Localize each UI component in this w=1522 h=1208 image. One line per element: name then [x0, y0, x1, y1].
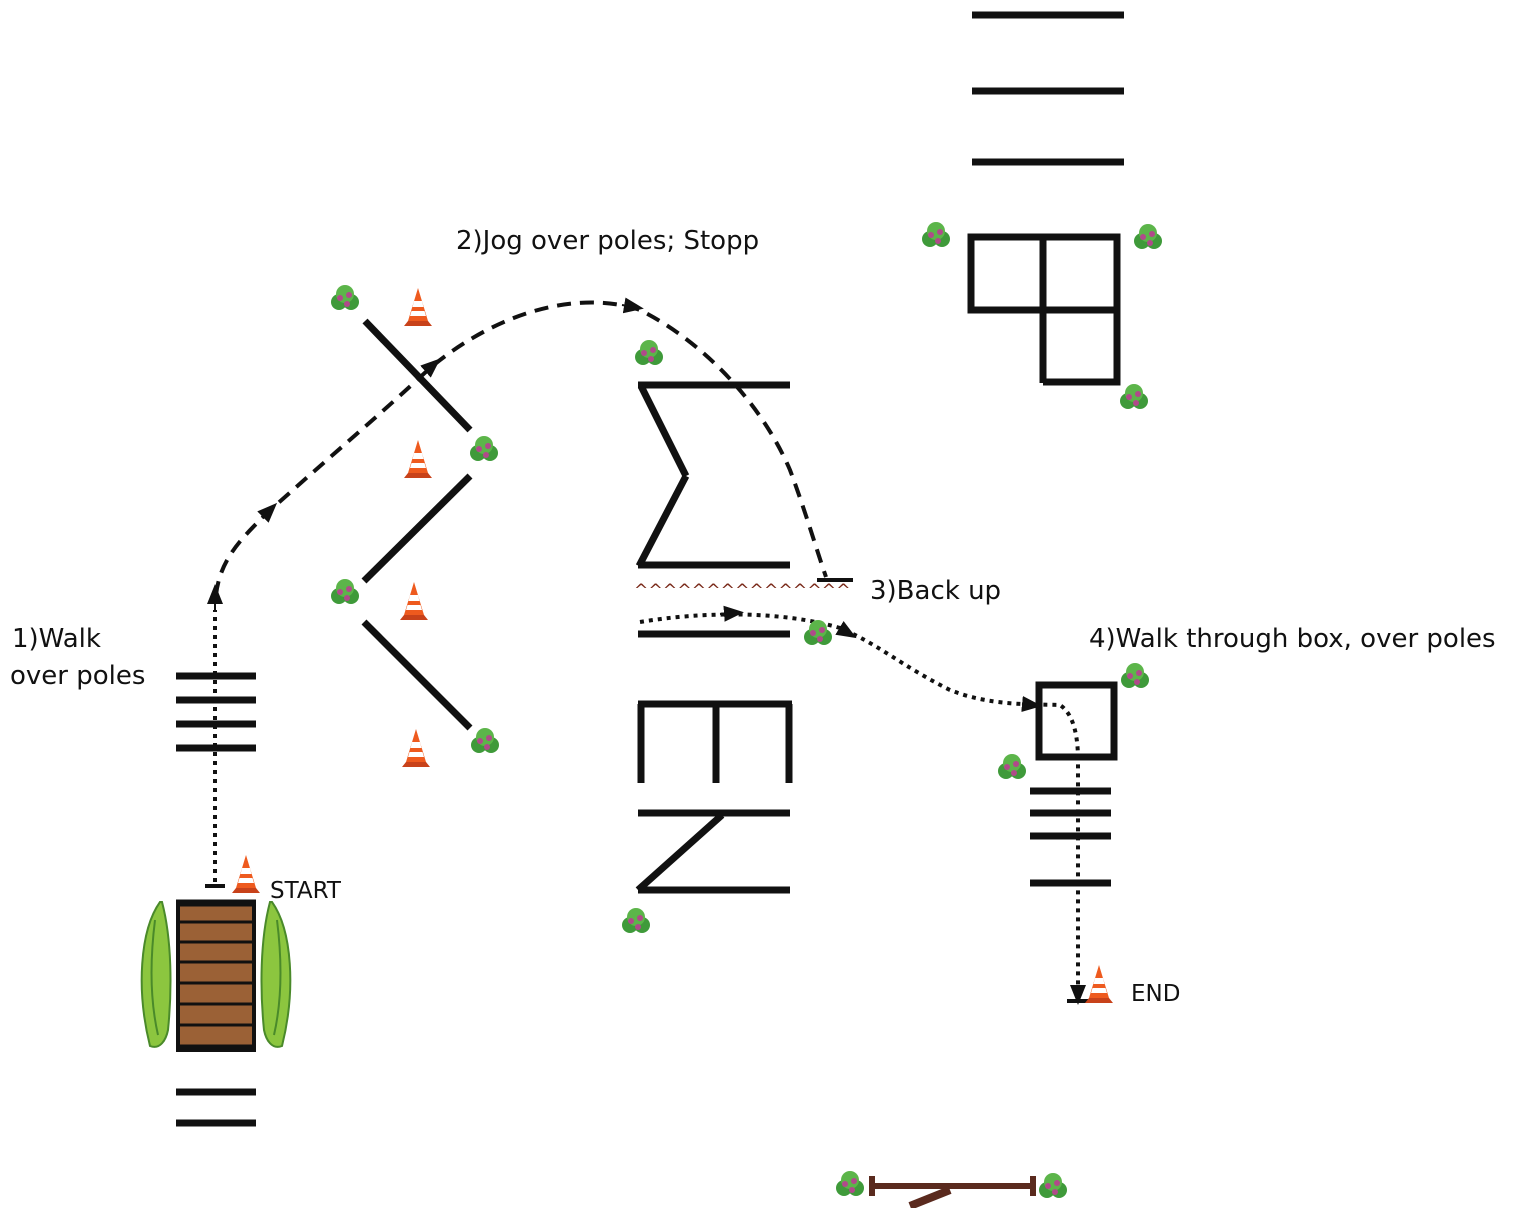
box-cluster	[967, 233, 1121, 386]
zigzag-poles	[361, 318, 473, 731]
traffic-cone-icon	[404, 288, 432, 326]
step-2-label: 2)Jog over poles; Stopp	[456, 226, 760, 256]
bush-icon	[998, 754, 1026, 779]
route-walk-1	[205, 584, 225, 888]
traffic-cone-icon	[232, 855, 260, 893]
end-poles	[1030, 787, 1111, 887]
bush-icon	[1134, 224, 1162, 249]
bottom-poles	[176, 1088, 256, 1127]
step-1-label-line-1: 1)Walk	[12, 624, 101, 654]
backup-marker: ^^^^^^^^^^^^^^^	[634, 581, 851, 601]
top-poles	[972, 11, 1124, 166]
bush-icon	[635, 340, 663, 365]
walk-through-box	[1035, 681, 1118, 761]
bush-icon	[1121, 663, 1149, 688]
traffic-cone-icon	[400, 582, 428, 620]
bush-icon	[1039, 1173, 1067, 1198]
start-label: START	[270, 878, 341, 904]
step-4-label: 4)Walk through box, over poles	[1089, 624, 1496, 654]
bush-icon	[331, 579, 359, 604]
bridge-icon	[176, 899, 256, 1052]
traffic-cone-icon	[402, 729, 430, 767]
bush-icon	[836, 1171, 864, 1196]
teeter-board-icon	[869, 1176, 1036, 1208]
step-3-label: 3)Back up	[870, 576, 1002, 606]
bush-icon	[1120, 384, 1148, 409]
bush-icon	[922, 222, 950, 247]
route-jog-2	[214, 297, 853, 596]
traffic-cone-icon	[404, 440, 432, 478]
back-up-chute	[635, 381, 790, 638]
traffic-cone-icon	[1085, 965, 1113, 1003]
step-1-label-line-2: over poles	[10, 661, 146, 691]
hedge-icon	[260, 901, 292, 1048]
bush-icon	[471, 728, 499, 753]
end-label: END	[1131, 981, 1181, 1007]
hedge-icon	[140, 901, 172, 1048]
z-shape-poles	[635, 809, 790, 894]
bush-icon	[470, 436, 498, 461]
bush-icon	[622, 908, 650, 933]
walk-poles	[176, 672, 256, 752]
bush-icon	[331, 285, 359, 310]
e-shape-poles	[637, 700, 793, 783]
bush-icon	[804, 620, 832, 645]
route-back-up-4	[639, 605, 1090, 1005]
